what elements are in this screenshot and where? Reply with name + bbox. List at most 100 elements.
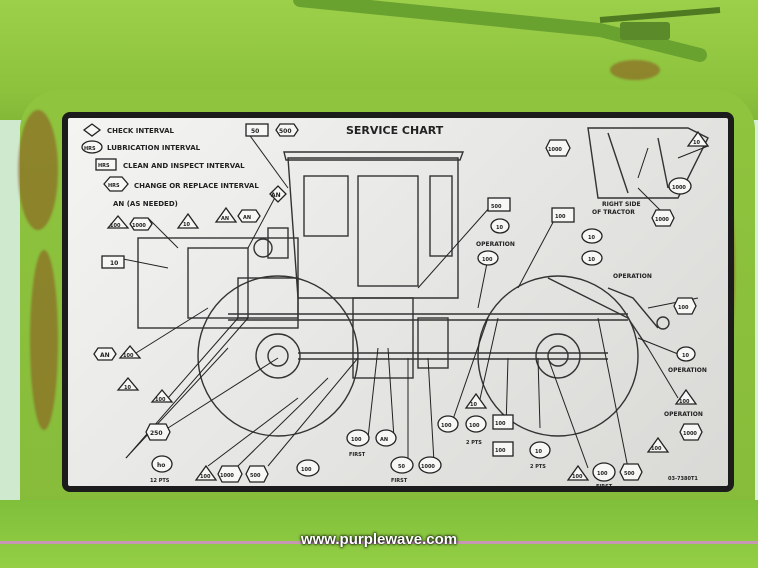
wheels-drawing [197, 275, 639, 437]
badge-lube [465, 415, 487, 433]
engine-drawing [137, 227, 299, 329]
badge-text: 1000 [421, 464, 435, 470]
badge-text: 10 [110, 260, 118, 267]
badge-text: 100 [678, 305, 689, 311]
badge-change [545, 139, 571, 157]
badge-text: 10 [535, 449, 542, 455]
service-badges: 50 500 AN 100 1000 10 AN AN 10 A [93, 123, 710, 486]
badge-text: 100 [110, 223, 121, 229]
badge-check [214, 206, 238, 223]
change-symbol-icon [103, 176, 129, 192]
badge-change [679, 423, 703, 441]
watermark-stripe [0, 541, 758, 544]
badge-text: ho [157, 462, 165, 469]
badge-text: 10 [682, 353, 689, 359]
right-side-label-2: OF TRACTOR [592, 209, 635, 216]
label-operation: OPERATION [664, 411, 703, 418]
label-operation: OPERATION [613, 273, 652, 280]
badge-text: AN [380, 437, 388, 443]
badge-text: 100 [679, 399, 690, 405]
badge-text: 1000 [220, 473, 234, 479]
legend-change-sym: HRS [108, 183, 120, 189]
badge-lube [490, 218, 510, 234]
badge-check [150, 388, 174, 403]
badge-check [194, 464, 218, 481]
right-side-label-1: RIGHT SIDE [602, 201, 641, 208]
badge-clean [245, 123, 269, 137]
badge-lube [375, 429, 397, 447]
badge-text: 100 [301, 467, 312, 473]
label-2-pts: 2 PTS [530, 464, 546, 470]
badge-text: 10 [124, 385, 131, 391]
label-first: FIRST [391, 478, 408, 484]
rust-patch [610, 60, 660, 80]
badge-check [566, 464, 590, 481]
leader-lines [117, 132, 709, 469]
badge-text: 500 [624, 471, 635, 477]
badge-text: 100 [482, 257, 493, 263]
badge-text: 100 [469, 423, 480, 429]
badge-text: 10 [588, 235, 595, 241]
badge-text: 50 [251, 128, 259, 135]
badge-text: 100 [572, 474, 583, 480]
badge-check [106, 214, 130, 229]
chart-title: SERVICE CHART [346, 124, 444, 137]
badge-lube [390, 456, 414, 474]
badge-change [145, 423, 171, 441]
label-operation: OPERATION [668, 367, 707, 374]
rust-patch [18, 110, 58, 230]
badge-text: 100 [351, 437, 362, 443]
tractor-cab-drawing [283, 151, 465, 299]
badge-text: 10 [693, 140, 700, 146]
badge-lube [151, 455, 173, 473]
badge-text: 1000 [655, 217, 669, 223]
legend: CHECK INTERVAL HRS LUBRICATION INTERVAL … [81, 123, 259, 208]
badge-check [674, 388, 698, 405]
badge-lube [581, 228, 603, 244]
badge-text: 500 [491, 204, 502, 210]
lower-panel [0, 500, 758, 568]
badge-lube [676, 346, 696, 362]
badge-change [275, 123, 299, 137]
badge-text: 10 [183, 222, 190, 228]
badge-check [686, 130, 710, 147]
badge-lube [346, 429, 370, 447]
badge-clean [492, 414, 514, 430]
badge-text: 250 [150, 430, 163, 437]
badge-clean [492, 441, 514, 457]
rust-patch [30, 250, 58, 430]
badge-text: 1000 [548, 147, 562, 153]
watermark-text: www.purplewave.com [300, 531, 458, 548]
badge-lube [592, 462, 616, 482]
badge-text: 100 [123, 353, 134, 359]
badge-text: 1000 [132, 223, 146, 229]
badge-lube [668, 177, 692, 195]
label-first: FIRST [349, 452, 366, 458]
badge-text: 1000 [672, 185, 686, 191]
badge-lube [477, 250, 499, 266]
badge-an [269, 185, 287, 203]
badge-text: 1000 [683, 431, 697, 437]
badge-text: 10 [470, 402, 477, 408]
badge-check [116, 376, 140, 391]
badge-change [651, 209, 675, 227]
badge-text: 100 [495, 448, 506, 454]
badge-text: AN [221, 216, 229, 222]
label-12-pts: 12 PTS [150, 478, 170, 484]
legend-clean-sym: HRS [98, 163, 110, 169]
badge-check [464, 392, 488, 409]
clean-symbol-icon [95, 158, 117, 171]
legend-as-needed: AN (AS NEEDED) [113, 200, 178, 208]
badge-text: 10 [496, 225, 503, 231]
badge-text: 500 [250, 473, 261, 479]
badge-text: 100 [597, 471, 608, 477]
badge-text: AN [271, 192, 281, 199]
transmission-drawing [228, 297, 628, 379]
badge-text: 100 [555, 214, 566, 220]
legend-change: CHANGE OR REPLACE INTERVAL [134, 182, 259, 190]
hood-rod [293, 0, 721, 62]
badge-clean [487, 197, 511, 212]
legend-check: CHECK INTERVAL [107, 127, 175, 135]
hitch-drawing [547, 277, 670, 349]
